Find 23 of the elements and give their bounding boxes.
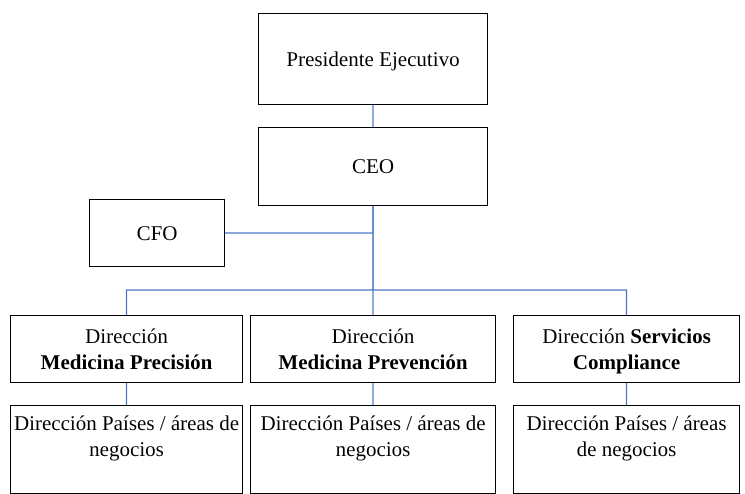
org-box <box>258 127 488 206</box>
box-label: Dirección Países / áreas de negocios <box>525 410 728 462</box>
org-box <box>250 405 496 494</box>
org-box <box>89 199 225 267</box>
box-label: Dirección Servicios Compliance <box>541 322 712 376</box>
org-box <box>513 315 740 383</box>
box-label: Dirección Medicina Precisión <box>40 322 214 376</box>
connector-line <box>372 206 628 315</box>
org-box <box>10 315 243 383</box>
org-box <box>250 315 496 383</box>
connector-line <box>126 383 128 405</box>
connector-line <box>626 383 628 405</box>
box-label: Dirección Países / áreas de negocios <box>12 410 240 462</box>
box-label: Dirección Países / áreas de negocios <box>259 410 487 462</box>
org-box <box>10 405 243 494</box>
box-label: CEO <box>352 153 394 180</box>
box-label: Presidente Ejecutivo <box>286 46 460 72</box>
box-label: CFO <box>136 220 178 246</box>
connector-line <box>372 383 374 405</box>
box-label: Dirección Medicina Prevención <box>277 322 469 376</box>
org-box <box>513 405 740 494</box>
org-box <box>258 13 488 105</box>
connector-line <box>372 105 374 127</box>
